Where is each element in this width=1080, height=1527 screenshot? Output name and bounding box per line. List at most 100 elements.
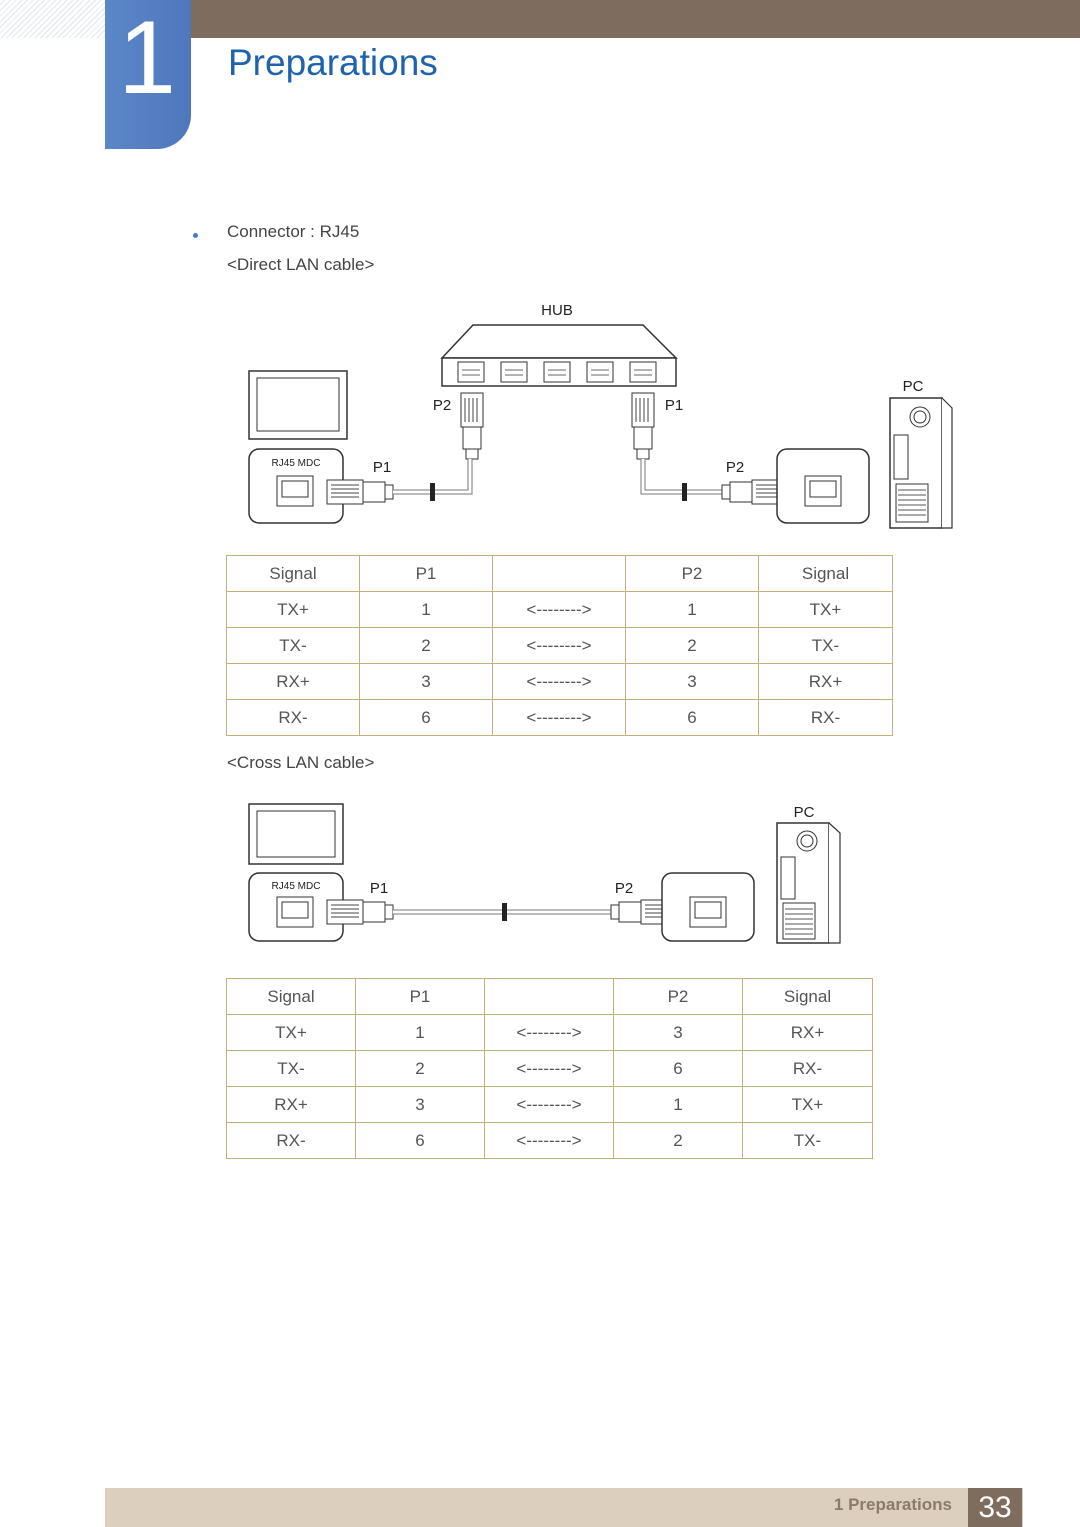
- table-cell: TX-: [226, 627, 360, 664]
- direct-cable-table: Signal P1 P2 Signal TX+ 1 <--------> 1 T…: [226, 555, 893, 736]
- table-cell: RX-: [742, 1050, 873, 1087]
- direct-cable-heading: <Direct LAN cable>: [227, 255, 375, 274]
- table-header-cell: P2: [613, 978, 743, 1015]
- table-cell: <-------->: [492, 591, 626, 628]
- table-cell: <-------->: [484, 1086, 614, 1123]
- pc-label: PC: [903, 378, 924, 395]
- footer-chapter-label: 1 Preparations: [833, 1495, 952, 1514]
- table-cell: 2: [625, 627, 759, 664]
- table-cell: 2: [613, 1122, 743, 1159]
- footer-bar: [105, 1488, 1023, 1527]
- table-header-cell: Signal: [226, 978, 356, 1015]
- table-cell: 6: [625, 699, 759, 736]
- hub-p2-label: P2: [433, 397, 451, 414]
- hub-icon: [440, 324, 678, 387]
- table-cell: 6: [613, 1050, 743, 1087]
- table-cell: 1: [613, 1086, 743, 1123]
- table-cell: RX+: [226, 663, 360, 700]
- page-number: 33: [968, 1488, 1022, 1527]
- table-cell: <-------->: [492, 627, 626, 664]
- table-header-cell: [484, 978, 614, 1015]
- table-cell: TX+: [226, 1014, 356, 1051]
- table-cell: RX-: [226, 699, 360, 736]
- table-cell: <-------->: [484, 1122, 614, 1159]
- pc-label: PC: [794, 804, 815, 821]
- chapter-number: 1: [118, 0, 176, 116]
- table-cell: RX+: [226, 1086, 356, 1123]
- hub-plug-left-icon: [460, 392, 484, 460]
- table-header-cell: [492, 555, 626, 592]
- table-row: TX+ 1 <--------> 3 RX+: [226, 1014, 873, 1051]
- cross-lan-diagram: RJ45 MDC P1 P2 PC: [248, 803, 841, 944]
- table-cell: TX-: [226, 1050, 356, 1087]
- table-header-cell: Signal: [742, 978, 873, 1015]
- table-cell: <-------->: [484, 1050, 614, 1087]
- bullet-dot: [193, 233, 198, 238]
- cross-p1-label: P1: [370, 880, 388, 897]
- table-cell: <-------->: [492, 663, 626, 700]
- table-cell: 3: [359, 663, 493, 700]
- cable-display-hub: [393, 459, 473, 501]
- table-row: RX+ 3 <--------> 1 TX+: [226, 1086, 873, 1123]
- display-rj45-port-icon: [248, 872, 344, 942]
- table-row: TX- 2 <--------> 6 RX-: [226, 1050, 873, 1087]
- pc-tower-icon: [776, 822, 841, 944]
- pc-tower-icon: [889, 397, 953, 529]
- table-header-row: Signal P1 P2 Signal: [226, 555, 893, 592]
- cable-hub-pc: [640, 459, 722, 501]
- table-header-cell: Signal: [758, 555, 893, 592]
- table-cell: 1: [625, 591, 759, 628]
- hub-p1-label: P1: [665, 397, 683, 414]
- connector-text: Connector : RJ45: [227, 222, 360, 241]
- table-cell: 3: [613, 1014, 743, 1051]
- table-cell: 2: [359, 627, 493, 664]
- table-row: TX+ 1 <--------> 1 TX+: [226, 591, 893, 628]
- display-monitor-icon: [248, 370, 348, 440]
- display-monitor-icon: [248, 803, 344, 865]
- table-cell: 3: [355, 1086, 485, 1123]
- hub-plug-right-icon: [631, 392, 655, 460]
- pc-rj45-port-icon: [661, 872, 755, 942]
- table-cell: RX+: [758, 663, 893, 700]
- table-row: RX- 6 <--------> 6 RX-: [226, 699, 893, 736]
- direct-lan-diagram: HUB P2 P1 RJ45 MDC P1: [248, 302, 953, 529]
- cross-cable-heading: <Cross LAN cable>: [227, 753, 375, 772]
- table-header-cell: Signal: [226, 555, 360, 592]
- hub-label: HUB: [541, 302, 573, 319]
- table-row: TX- 2 <--------> 2 TX-: [226, 627, 893, 664]
- page-title: Preparations: [228, 42, 438, 83]
- table-header-cell: P2: [625, 555, 759, 592]
- pc-p2-label: P2: [726, 459, 744, 476]
- table-header-cell: P1: [359, 555, 493, 592]
- display-plug-icon: [326, 899, 394, 925]
- pc-rj45-port-icon: [776, 448, 870, 524]
- table-cell: 1: [355, 1014, 485, 1051]
- table-cell: TX+: [758, 591, 893, 628]
- table-cell: <-------->: [484, 1014, 614, 1051]
- header-hatch-pattern: [0, 0, 105, 38]
- table-cell: TX+: [742, 1086, 873, 1123]
- table-cell: TX-: [742, 1122, 873, 1159]
- table-cell: 6: [355, 1122, 485, 1159]
- display-port-label: RJ45 MDC: [272, 881, 321, 892]
- table-cell: RX-: [226, 1122, 356, 1159]
- table-cell: TX-: [758, 627, 893, 664]
- table-row: RX+ 3 <--------> 3 RX+: [226, 663, 893, 700]
- cable-cross: [393, 903, 611, 921]
- table-cell: 3: [625, 663, 759, 700]
- table-cell: 6: [359, 699, 493, 736]
- table-cell: RX-: [758, 699, 893, 736]
- table-cell: TX+: [226, 591, 360, 628]
- header-bar: [190, 0, 1080, 38]
- display-p1-label: P1: [373, 459, 391, 476]
- table-cell: <-------->: [492, 699, 626, 736]
- table-cell: RX+: [742, 1014, 873, 1051]
- table-header-cell: P1: [355, 978, 485, 1015]
- cross-cable-table: Signal P1 P2 Signal TX+ 1 <--------> 3 R…: [226, 978, 873, 1159]
- table-header-row: Signal P1 P2 Signal: [226, 978, 873, 1015]
- cross-p2-label: P2: [615, 880, 633, 897]
- display-port-label: RJ45 MDC: [272, 458, 321, 469]
- table-cell: 1: [359, 591, 493, 628]
- chapter-tab: [105, 0, 191, 149]
- display-plug-icon: [326, 479, 394, 505]
